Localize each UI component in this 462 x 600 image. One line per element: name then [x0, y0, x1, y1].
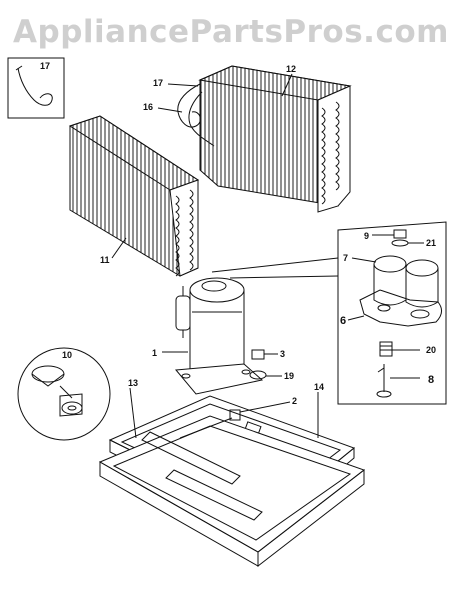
detail-box-compressor-mounts: [211, 221, 447, 405]
nut-part-9: [393, 229, 407, 239]
callout-9: 9: [364, 231, 369, 241]
nut-part-3: [251, 349, 278, 360]
callout-labels: 17 17 16 12 11 9 21 7 6 20 8 10 1 3 19 2…: [40, 61, 436, 406]
callout-2: 2: [292, 396, 297, 406]
callout-11: 11: [100, 255, 110, 265]
washer-part-19: [249, 370, 282, 380]
callout-12: 12: [286, 64, 296, 74]
mount-plate-part-6: [347, 289, 442, 327]
callout-13: 13: [128, 378, 138, 388]
inset-circle-capacitor-10: [17, 347, 111, 441]
drain-pan-part-13: [98, 387, 366, 568]
watermark-text: AppliancePartsPros.com: [13, 14, 449, 50]
callout-3: 3: [280, 349, 285, 359]
evaporator-coil-part-11: [68, 115, 200, 277]
callout-1: 1: [152, 348, 157, 358]
callout-17: 17: [153, 78, 163, 88]
callout-19: 19: [284, 371, 294, 381]
callout-17-inset: 17: [40, 61, 50, 71]
callout-6: 6: [340, 315, 346, 327]
callout-14: 14: [314, 382, 324, 392]
callout-10: 10: [62, 350, 72, 360]
grommet-part-20: [379, 341, 420, 357]
stud-part-8: [376, 364, 420, 398]
condenser-coil-part-12: [198, 65, 352, 213]
fitting-part-2: [179, 401, 291, 439]
compressor-part-1: [162, 277, 264, 395]
inset-box-part-17: [7, 57, 65, 119]
callout-7: 7: [343, 253, 348, 263]
callout-16: 16: [143, 102, 153, 112]
callout-21: 21: [426, 238, 436, 248]
callout-8: 8: [428, 374, 434, 386]
callout-20: 20: [426, 345, 436, 355]
